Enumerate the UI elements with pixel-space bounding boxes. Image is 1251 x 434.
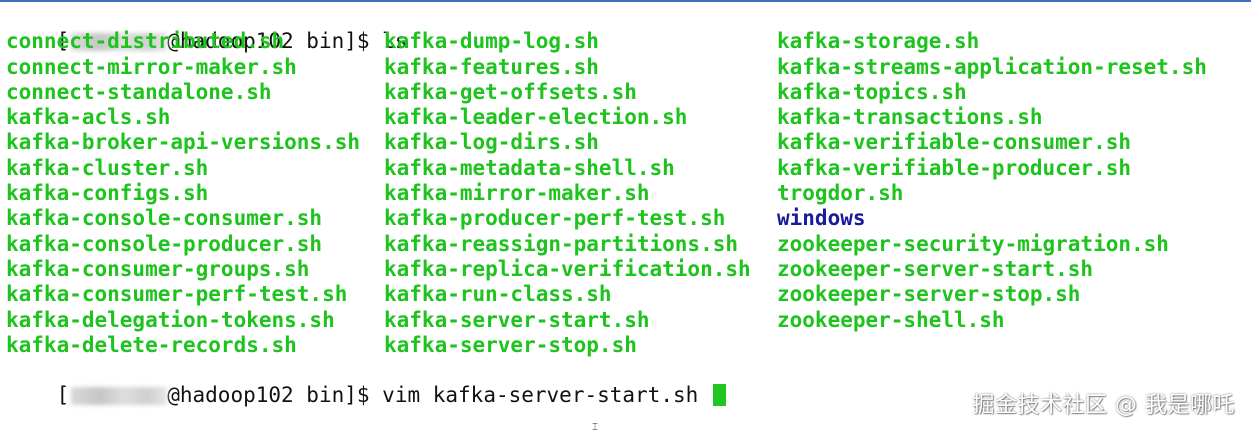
window-top-border (0, 0, 1251, 2)
watermark-text: 掘金技术社区 @ 我是哪吒 (972, 393, 1235, 418)
redacted-username (71, 33, 168, 52)
directory-item: windows (777, 206, 866, 231)
file-item: kafka-verifiable-producer.sh (777, 155, 1132, 180)
command-input[interactable]: vim kafka-server-start.sh (382, 383, 711, 408)
file-item: kafka-console-producer.sh (6, 231, 323, 256)
file-item: kafka-delegation-tokens.sh (6, 307, 335, 332)
ls-column-3: kafka-storage.sh kafka-streams-applicati… (777, 29, 1207, 333)
file-item: kafka-get-offsets.sh (384, 79, 637, 104)
file-item: connect-distributed.sh (6, 29, 285, 54)
file-item: kafka-server-stop.sh (384, 332, 637, 357)
prompt-open-bracket: [ (56, 383, 70, 408)
file-item: kafka-producer-perf-test.sh (384, 206, 726, 231)
file-item: zookeeper-shell.sh (777, 307, 1005, 332)
prompt-line-ls: [ @hadoop102 bin]$ ls (6, 4, 1246, 53)
file-item: kafka-replica-verification.sh (384, 256, 751, 281)
file-item: kafka-run-class.sh (384, 282, 612, 307)
file-item: kafka-delete-records.sh (6, 332, 297, 357)
file-item: kafka-configs.sh (6, 181, 209, 206)
file-item: kafka-mirror-maker.sh (384, 181, 650, 206)
file-item: kafka-dump-log.sh (384, 29, 599, 54)
file-item: kafka-reassign-partitions.sh (384, 231, 739, 256)
file-item: trogdor.sh (777, 181, 904, 206)
file-item: kafka-features.sh (384, 54, 599, 79)
file-item: kafka-topics.sh (777, 79, 967, 104)
file-item: kafka-broker-api-versions.sh (6, 130, 361, 155)
file-item: kafka-consumer-perf-test.sh (6, 282, 348, 307)
file-item: kafka-verifiable-consumer.sh (777, 130, 1132, 155)
redacted-username (71, 387, 168, 406)
file-item: connect-mirror-maker.sh (6, 54, 297, 79)
file-item: zookeeper-security-migration.sh (777, 231, 1169, 256)
ls-column-2: kafka-dump-log.sh kafka-features.sh kafk… (384, 29, 751, 358)
file-item: kafka-server-start.sh (384, 307, 650, 332)
prompt-line-vim[interactable]: [ @hadoop102 bin]$ vim kafka-server-start… (6, 358, 1246, 407)
file-item: kafka-storage.sh (777, 29, 980, 54)
mouse-ibeam-icon: ⌶ (592, 422, 598, 433)
ls-column-1: connect-distributed.sh connect-mirror-ma… (6, 29, 360, 358)
file-item: kafka-acls.sh (6, 105, 171, 130)
prompt-open-bracket: [ (56, 29, 70, 54)
ls-output: connect-distributed.sh connect-mirror-ma… (6, 29, 1246, 358)
file-item: kafka-leader-election.sh (384, 105, 688, 130)
prompt-host: @hadoop102 bin]$ (167, 383, 383, 408)
file-item: zookeeper-server-stop.sh (777, 282, 1081, 307)
terminal-window[interactable]: [ @hadoop102 bin]$ ls connect-distributed… (6, 4, 1246, 407)
file-item: kafka-log-dirs.sh (384, 130, 599, 155)
prompt-host: @hadoop102 bin]$ (167, 29, 383, 54)
file-item: kafka-metadata-shell.sh (384, 155, 675, 180)
file-item: kafka-console-consumer.sh (6, 206, 323, 231)
file-item: kafka-transactions.sh (777, 105, 1043, 130)
file-item: kafka-streams-application-reset.sh (777, 54, 1207, 79)
file-item: zookeeper-server-start.sh (777, 256, 1094, 281)
file-item: kafka-consumer-groups.sh (6, 256, 310, 281)
text-cursor (712, 384, 726, 407)
file-item: kafka-cluster.sh (6, 155, 209, 180)
command-text: ls (382, 29, 408, 54)
file-item: connect-standalone.sh (6, 79, 272, 104)
